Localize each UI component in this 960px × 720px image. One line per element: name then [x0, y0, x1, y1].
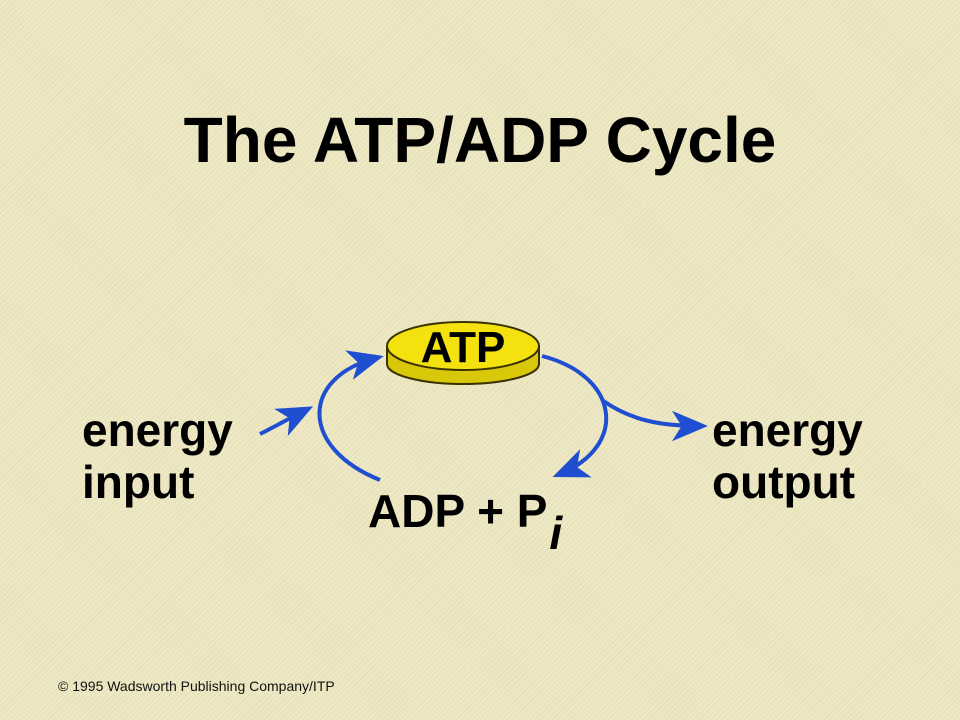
energy-input-label: energy input: [82, 404, 233, 508]
energy-output-arrow: [600, 398, 708, 442]
left-cycle-arrow: [317, 350, 384, 482]
right-cycle-arrow: [541, 354, 609, 478]
copyright-notice: © 1995 Wadsworth Publishing Company/ITP: [58, 678, 335, 694]
energy-input-line2: input: [82, 456, 195, 508]
atp-label: ATP: [421, 323, 506, 372]
energy-input-arrow: [259, 406, 314, 437]
energy-input-line1: energy: [82, 404, 233, 456]
energy-output-label: energy output: [712, 404, 863, 508]
energy-output-line2: output: [712, 456, 856, 508]
adp-pi-label: ADP + Pi: [368, 485, 562, 556]
diagram-title: The ATP/ADP Cycle: [183, 104, 777, 176]
atp-coin-icon: ATP: [386, 321, 540, 385]
pi-subscript: i: [549, 507, 563, 559]
energy-output-line1: energy: [712, 404, 863, 456]
adp-main-text: ADP + P: [368, 485, 548, 537]
